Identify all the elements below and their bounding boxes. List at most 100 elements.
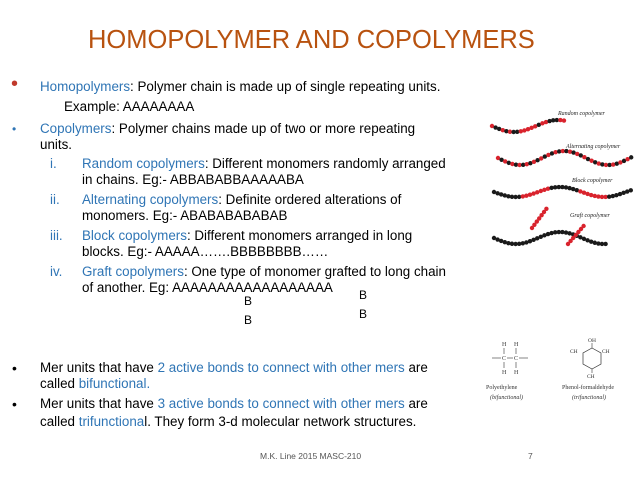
bead [581, 223, 586, 229]
bead [560, 148, 565, 154]
type-number: iv. [50, 264, 63, 279]
footer-author-course: M.K. Line 2015 MASC-210 [260, 451, 362, 461]
svg-text:C: C [502, 356, 506, 362]
graft-copolymer-text: Graft copolymers: One type of monomer gr… [82, 264, 446, 279]
bead [534, 219, 539, 224]
bead [563, 230, 569, 235]
chemical-structures: H H C C H H OH CH CH CH Polyethylene (bi… [486, 338, 614, 401]
bullet-homopolymers: • [11, 73, 19, 95]
svg-text:CH: CH [570, 349, 578, 355]
bead [499, 157, 504, 162]
bead [541, 209, 547, 215]
bead [596, 241, 601, 246]
bead [603, 162, 609, 168]
bead [511, 129, 516, 135]
bead [629, 155, 634, 160]
block-copolymer-example: blocks. Eg:- AAAAA…….BBBBBBBB…… [82, 244, 329, 259]
bead [565, 241, 571, 247]
bead [531, 237, 536, 243]
bead [573, 232, 578, 238]
copolymer-term: Copolymers [40, 121, 112, 136]
bead [535, 157, 540, 163]
bead [593, 160, 598, 165]
bead [607, 162, 612, 168]
bead [524, 240, 529, 245]
copolymer-definition: Copolymers: Polymer chains made up of tw… [40, 121, 416, 136]
mer-trifunctional-line2: called trifunctional. They form 3-d mole… [40, 414, 417, 429]
bead [506, 194, 511, 199]
bead [621, 190, 626, 196]
bullet-mer-bifunctional: • [12, 360, 17, 376]
bead [517, 241, 522, 247]
type-number: i. [50, 156, 57, 171]
alternating-copolymer-example: monomers. Eg:- ABABABABABAB [82, 208, 288, 223]
bead [599, 194, 605, 200]
bead [520, 194, 525, 199]
bead [506, 160, 511, 166]
bead [551, 118, 556, 123]
bead [537, 216, 542, 221]
bead [504, 128, 509, 134]
bead [553, 185, 558, 190]
bead [603, 194, 608, 200]
bead [592, 193, 597, 199]
bead [582, 155, 587, 160]
bead [502, 239, 507, 245]
bead [547, 118, 552, 124]
svg-text:H: H [502, 342, 507, 348]
svg-text:CH: CH [587, 374, 595, 380]
bead [556, 229, 561, 235]
bead [542, 187, 547, 192]
bullet-mer-trifunctional: • [12, 396, 17, 412]
bead [585, 191, 590, 197]
bead [535, 236, 540, 241]
homopolymer-term: Homopolymers [40, 79, 131, 94]
bead [522, 128, 527, 133]
bead [493, 125, 498, 130]
bead [520, 241, 525, 246]
bead [531, 191, 536, 196]
bead [614, 192, 619, 198]
bead [599, 241, 605, 247]
bead [578, 235, 583, 240]
bead [549, 151, 555, 156]
svg-text:OH: OH [588, 338, 596, 344]
bead [525, 127, 531, 132]
bead [567, 185, 572, 191]
copolymer-definition-line2: units. [40, 137, 73, 152]
bead [568, 238, 573, 244]
bead [507, 129, 513, 134]
bead [531, 159, 537, 164]
homopolymer-example: Example: AAAAAAAA [64, 99, 195, 114]
bead [625, 189, 630, 194]
bead [553, 230, 558, 235]
phenol-formaldehyde-structure: OH CH CH CH [570, 338, 610, 380]
bead [610, 193, 615, 199]
graft-branch-b: B [359, 288, 368, 302]
bead [600, 162, 605, 167]
bead [489, 123, 495, 129]
bead [553, 150, 558, 155]
bead [513, 194, 518, 200]
bead [524, 161, 529, 167]
bead [581, 190, 587, 195]
bead [607, 194, 612, 199]
bead [585, 238, 590, 243]
figure-label-block: Block copolymer [572, 178, 613, 184]
page-number: 7 [528, 451, 533, 461]
bead [513, 241, 518, 247]
bead [549, 230, 554, 236]
bead [524, 193, 529, 198]
bead [542, 233, 547, 238]
bead [491, 189, 497, 195]
bead [592, 240, 597, 245]
bead [506, 240, 511, 246]
bead [539, 156, 544, 161]
bead [495, 191, 500, 196]
bead [589, 239, 594, 244]
phenol-sub: (trifunctional) [572, 394, 606, 401]
mer-trifunctional-text: Mer units that have 3 active bonds to co… [40, 396, 428, 411]
alternating-copolymer-text: Alternating copolymers: Definite ordered… [82, 192, 402, 207]
bead [560, 229, 565, 235]
bead [536, 122, 541, 128]
